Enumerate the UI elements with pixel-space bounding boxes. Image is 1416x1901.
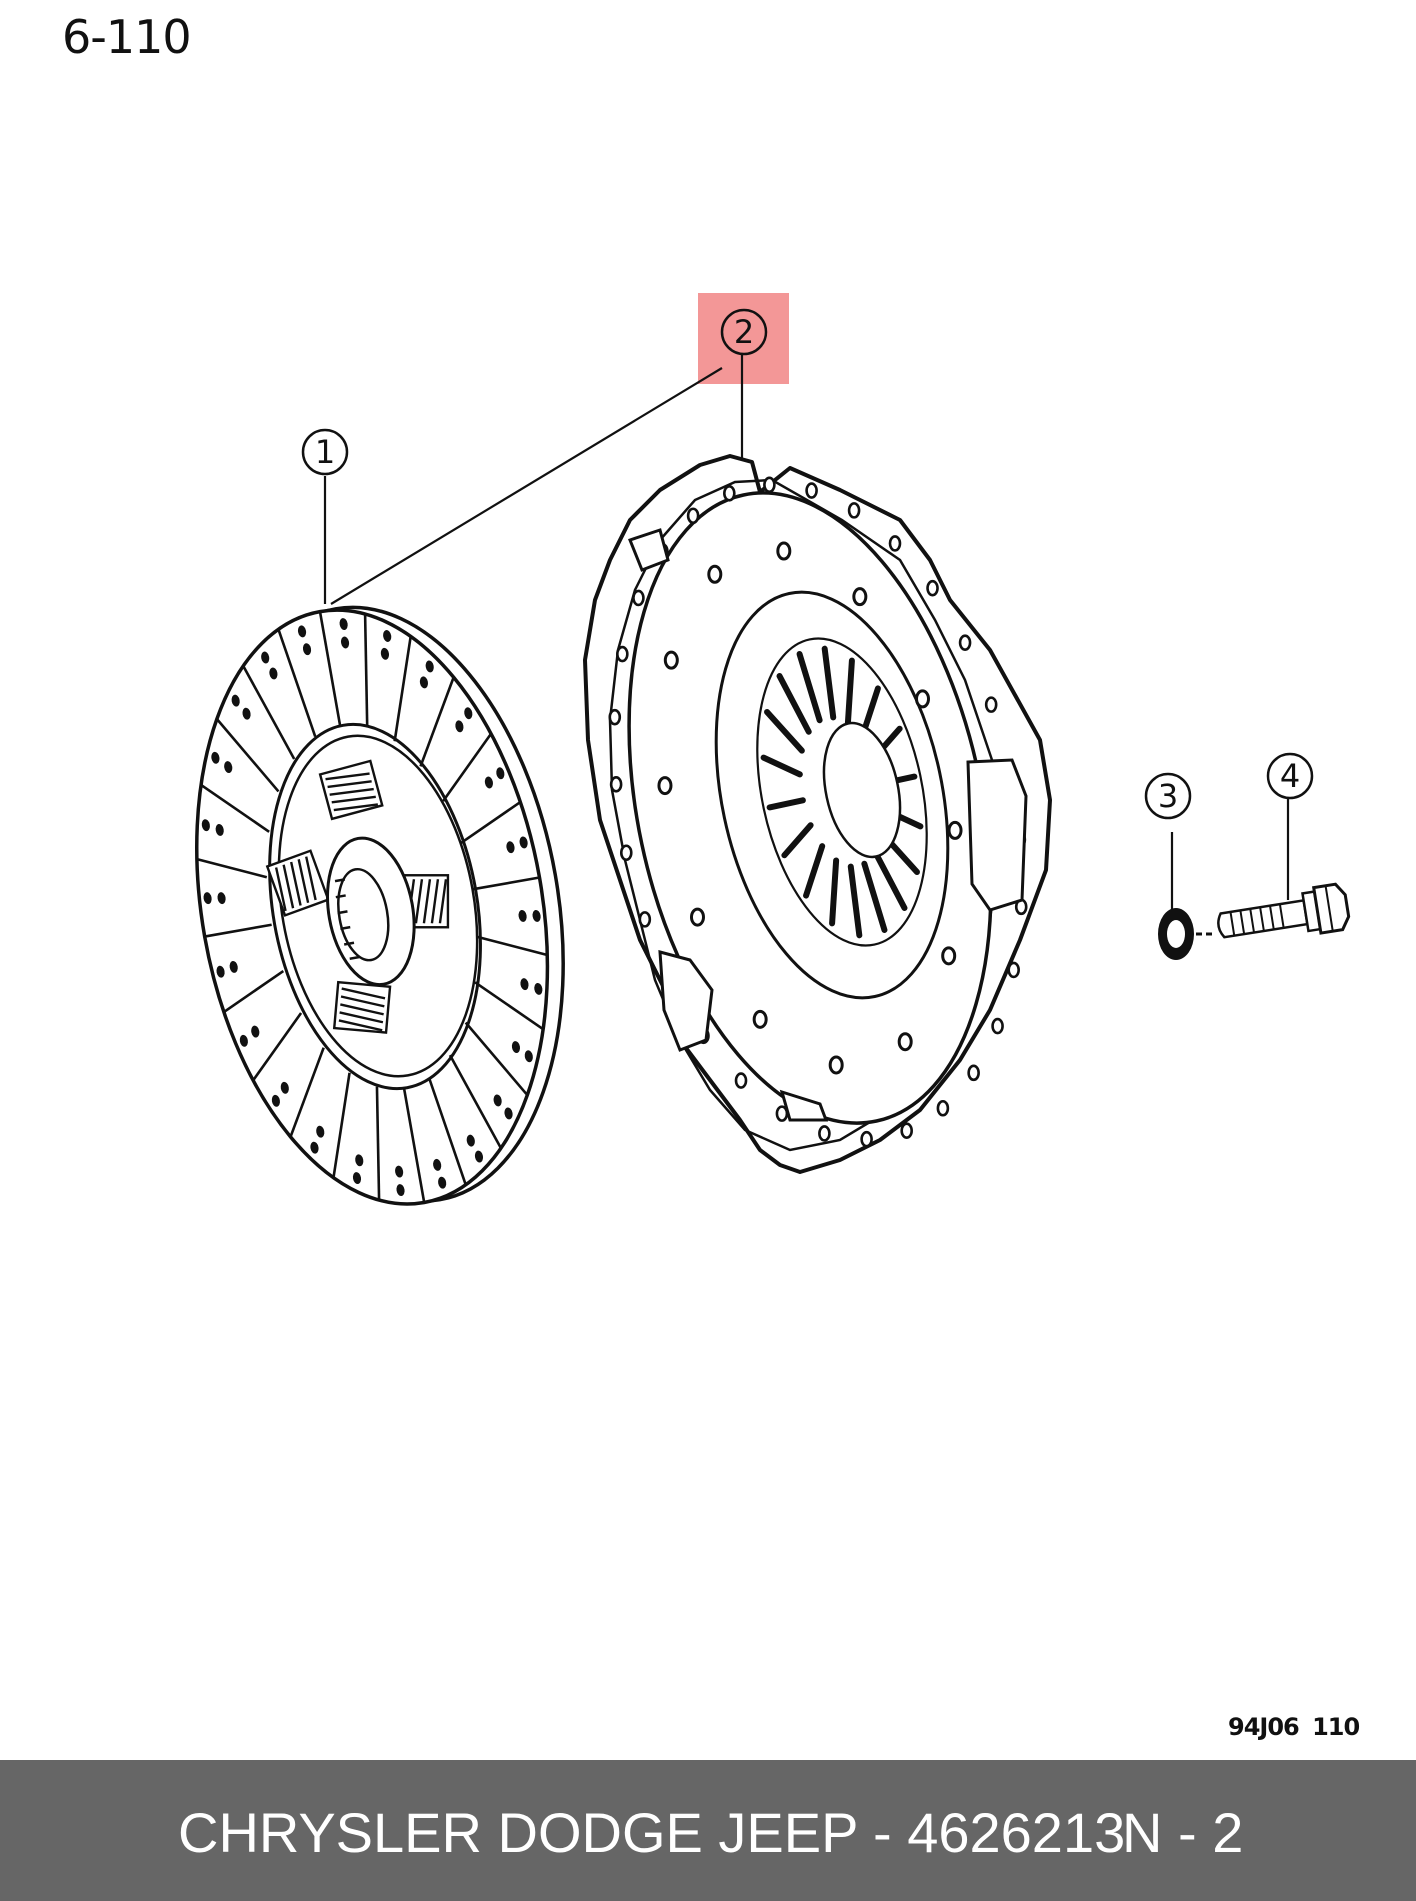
svg-text:4: 4 [1280,757,1300,795]
footer-bar: CHRYSLER DODGE JEEP - 4626213 N - 2 [0,1760,1416,1901]
drive-straps [628,528,1028,1122]
figure-code: 94J06 110 [1228,1713,1360,1741]
bolt[interactable] [1215,882,1351,949]
friction-rivets [201,618,543,1196]
page-number: 6-110 [62,10,192,64]
callout-4[interactable]: 4 [1266,752,1314,800]
callout-2-highlight [698,293,789,384]
washer[interactable] [1158,908,1212,960]
clutch-disc[interactable] [153,579,608,1232]
callout-2[interactable]: 2 [720,308,768,356]
flange-holes [608,476,1028,1148]
footer-ref-text: N - 2 [1122,1801,1244,1864]
callout-3[interactable]: 3 [1144,772,1192,820]
cover-bolt-holes [657,541,963,1075]
pressure-plate[interactable] [575,454,1052,1174]
svg-text:1: 1 [315,433,335,471]
footer-part-text: CHRYSLER DODGE JEEP - 4626213 [178,1801,1126,1864]
clutch-exploded-diagram: 1 2 3 4 [153,293,1351,1232]
friction-segments [196,611,548,1203]
callout-1[interactable]: 1 [301,428,349,476]
leader-lines [323,354,1290,923]
svg-text:3: 3 [1158,777,1178,815]
svg-text:2: 2 [734,313,754,351]
